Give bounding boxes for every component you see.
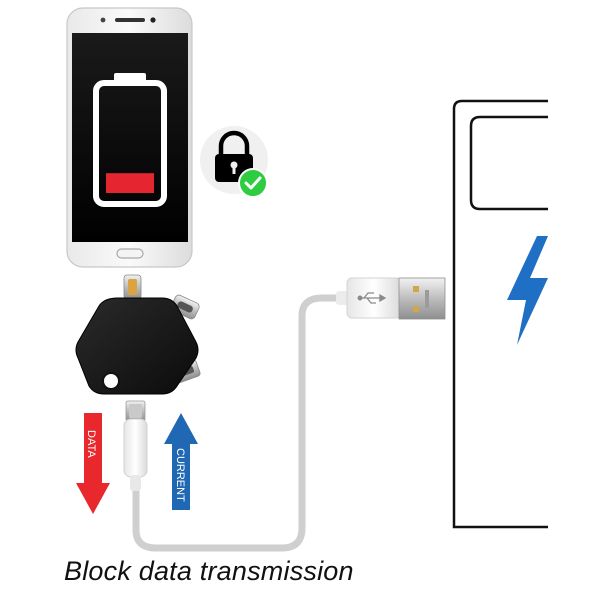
data-arrow-label: DATA: [85, 430, 97, 458]
usb-a-plug: [336, 277, 446, 320]
check-badge-icon: [238, 168, 268, 198]
caption-text: Block data transmission: [64, 556, 354, 586]
adapter-keyring-hole: [102, 372, 120, 390]
lightning-bolt-icon: [507, 236, 548, 345]
smartphone: [66, 7, 193, 268]
phone-screen: [72, 33, 188, 242]
phone-home-button: [116, 248, 144, 259]
current-arrow: CURRENT: [164, 413, 198, 510]
phone-sensor: [100, 17, 106, 23]
battery-level-fill: [106, 173, 154, 193]
current-arrow-label: CURRENT: [174, 448, 186, 502]
usb-symbol-icon: [357, 292, 387, 304]
charger-device: [452, 99, 548, 529]
usb-cable: [132, 294, 352, 552]
lightning-plug: [123, 400, 148, 491]
data-arrow: DATA: [76, 413, 110, 514]
phone-front-camera: [150, 17, 156, 23]
multi-connector-adapter: [75, 274, 201, 395]
phone-speaker: [115, 18, 145, 22]
adapter-lightning-connector: [123, 274, 142, 300]
battery-icon: [93, 73, 167, 207]
